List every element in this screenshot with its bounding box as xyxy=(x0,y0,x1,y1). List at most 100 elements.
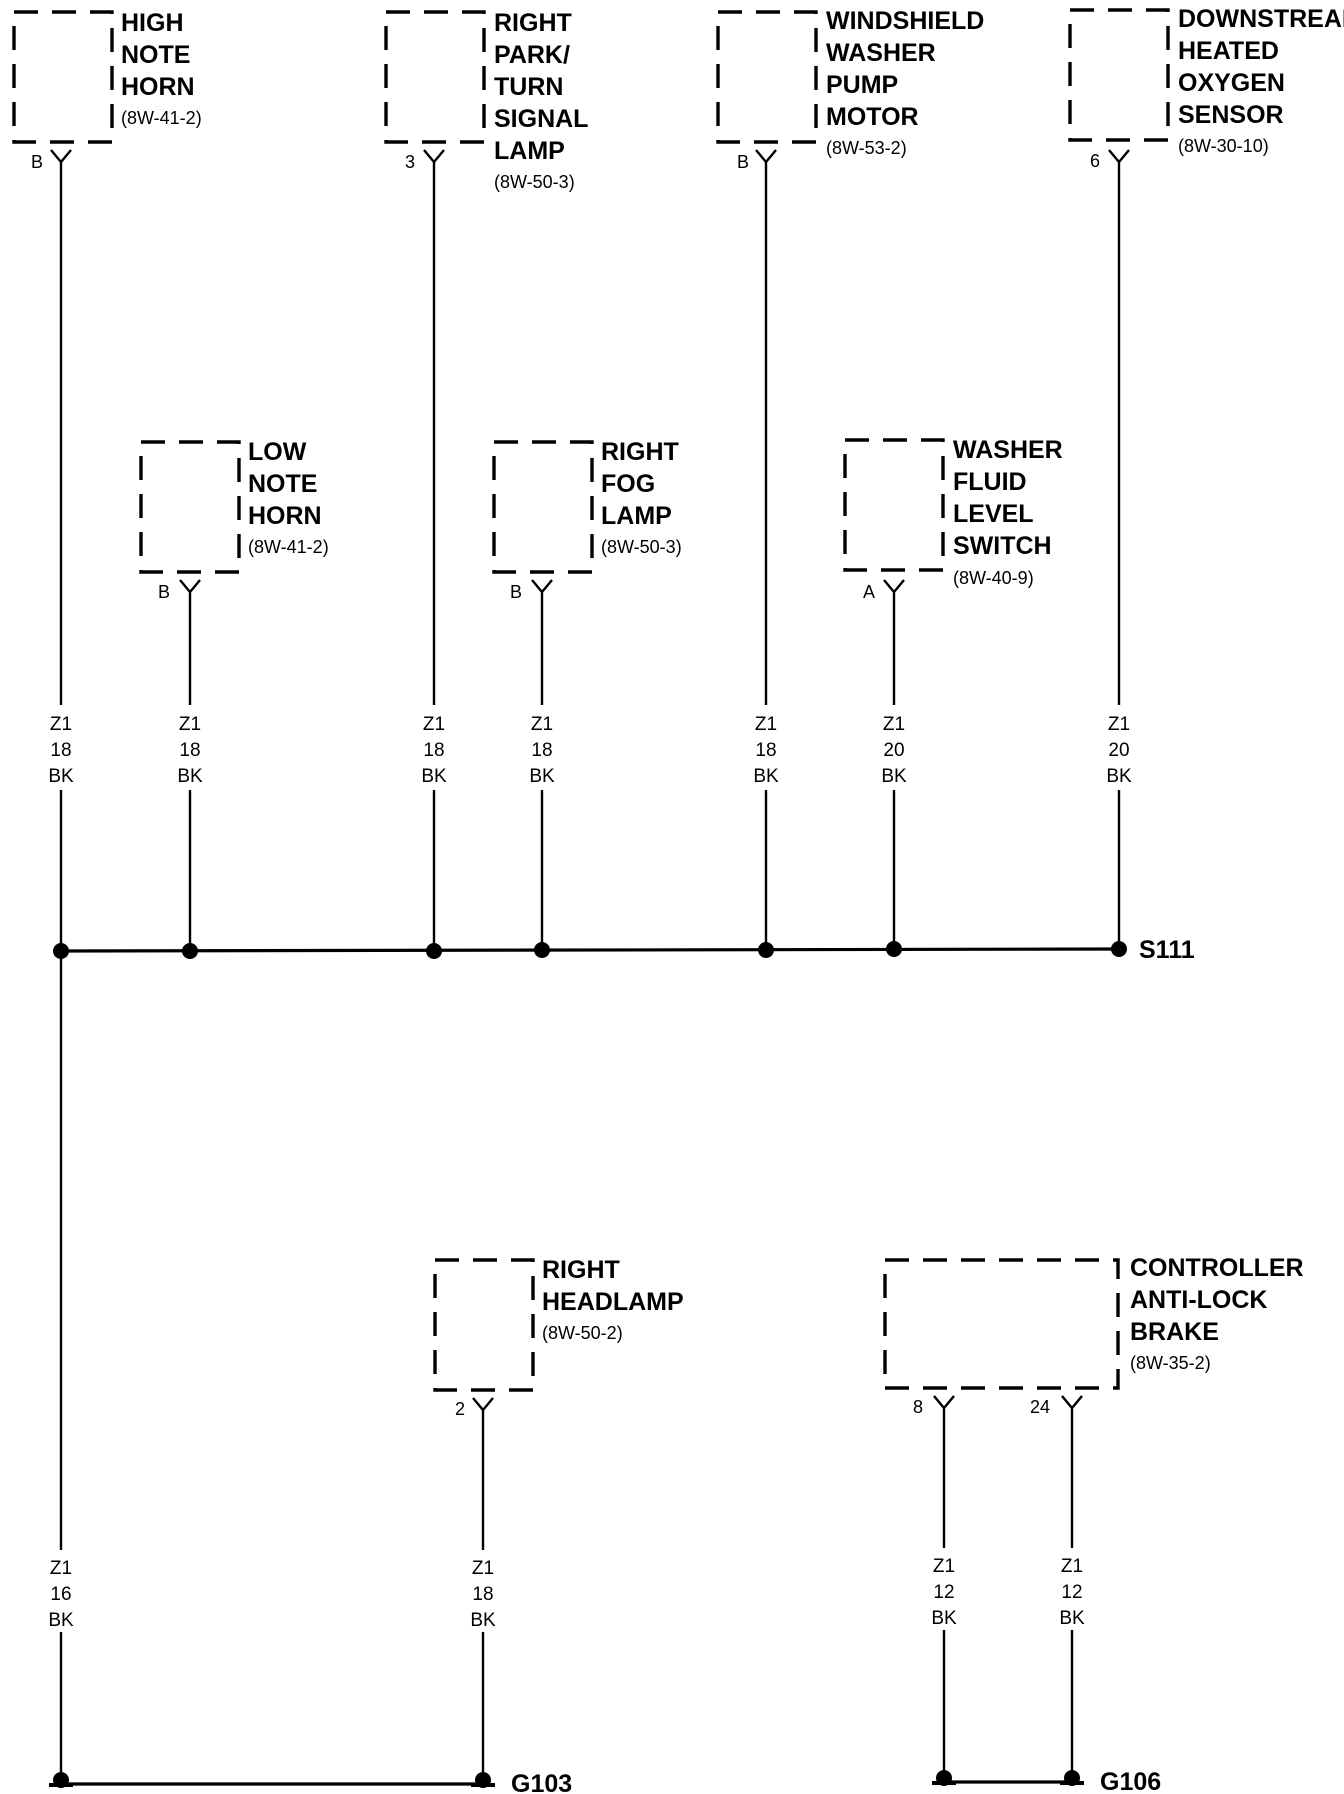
washer-pump-label-3: PUMP xyxy=(826,71,898,99)
wire-splice-to-ground-circuit: Z1 xyxy=(50,1558,72,1579)
component-windshield-washer-pump-motor: WINDSHIELD WASHER PUMP MOTOR (8W-53-2) B xyxy=(716,7,984,172)
right-park-turn-label-3: TURN xyxy=(494,73,563,101)
washer-level-switch-label-1: WASHER xyxy=(953,436,1063,464)
washer-level-switch-pin: A xyxy=(863,582,875,602)
oxygen-sensor-box xyxy=(1068,8,1170,142)
high-note-horn-connector xyxy=(50,149,72,168)
splice-dot-5 xyxy=(758,942,774,958)
splice-dot-7 xyxy=(1111,941,1127,957)
wire-oxygen-sensor-color: BK xyxy=(1106,766,1132,787)
abs-pin-8-connector xyxy=(933,1395,955,1414)
wire-right-headlamp: Z1 18 BK xyxy=(470,1416,496,1776)
washer-level-switch-box xyxy=(843,438,945,572)
ground-symbol-left-g103 xyxy=(49,1772,73,1788)
wire-low-note-horn-circuit: Z1 xyxy=(179,714,201,735)
right-park-turn-label-2: PARK/ xyxy=(494,41,570,69)
wire-right-fog-lamp: Z1 18 BK xyxy=(529,598,555,950)
ground-g103: G103 xyxy=(49,1770,572,1794)
low-note-horn-connector xyxy=(179,579,201,598)
splice-bus-line xyxy=(60,947,1120,953)
washer-level-switch-label-3: LEVEL xyxy=(953,500,1034,528)
wire-low-note-horn-gauge: 18 xyxy=(179,740,200,761)
right-fog-lamp-label-2: FOG xyxy=(601,470,655,498)
wire-washer-level-switch-circuit: Z1 xyxy=(883,714,905,735)
ground-g103-label: G103 xyxy=(511,1770,572,1794)
high-note-horn-label-2: NOTE xyxy=(121,41,190,69)
washer-pump-label-4: MOTOR xyxy=(826,103,919,131)
wire-right-park-turn-color: BK xyxy=(421,766,447,787)
wire-washer-pump-gauge: 18 xyxy=(755,740,776,761)
low-note-horn-ref: (8W-41-2) xyxy=(248,537,329,557)
high-note-horn-pin: B xyxy=(31,152,43,172)
high-note-horn-label-1: HIGH xyxy=(121,9,184,37)
right-headlamp-label-1: RIGHT xyxy=(542,1256,620,1284)
right-headlamp-ref: (8W-50-2) xyxy=(542,1323,623,1343)
oxygen-sensor-connector xyxy=(1108,149,1130,168)
washer-level-switch-ref: (8W-40-9) xyxy=(953,568,1034,588)
right-park-turn-box xyxy=(384,10,486,144)
splice-dot-2 xyxy=(182,943,198,959)
wire-splice-to-ground-gauge: 16 xyxy=(50,1584,71,1605)
wire-oxygen-sensor-circuit: Z1 xyxy=(1108,714,1130,735)
washer-pump-ref: (8W-53-2) xyxy=(826,138,907,158)
right-fog-lamp-label-1: RIGHT xyxy=(601,438,679,466)
wire-splice-to-ground: Z1 16 BK xyxy=(48,951,74,1776)
abs-pin-8-label: 8 xyxy=(913,1397,923,1417)
wire-abs-pin-24-circuit: Z1 xyxy=(1061,1556,1083,1577)
wire-abs-pin-24-gauge: 12 xyxy=(1061,1582,1082,1603)
right-headlamp-label-2: HEADLAMP xyxy=(542,1288,684,1316)
wire-splice-to-ground-color: BK xyxy=(48,1610,74,1631)
ground-symbol-right-g103 xyxy=(471,1772,495,1788)
washer-level-switch-label-4: SWITCH xyxy=(953,532,1052,560)
wire-washer-pump-color: BK xyxy=(753,766,779,787)
ground-symbol-left-g106 xyxy=(932,1770,956,1786)
wire-abs-pin-8-gauge: 12 xyxy=(933,1582,954,1603)
wire-right-fog-lamp-color: BK xyxy=(529,766,555,787)
ground-g106: G106 xyxy=(932,1768,1161,1794)
right-fog-lamp-connector xyxy=(531,579,553,598)
washer-pump-label-2: WASHER xyxy=(826,39,936,67)
wire-washer-level-switch-color: BK xyxy=(881,766,907,787)
wire-right-fog-lamp-gauge: 18 xyxy=(531,740,552,761)
wire-washer-level-switch-gauge: 20 xyxy=(883,740,904,761)
component-washer-fluid-level-switch: WASHER FLUID LEVEL SWITCH (8W-40-9) A xyxy=(843,436,1063,602)
oxygen-sensor-label-1: DOWNSTREAM xyxy=(1178,5,1344,33)
washer-level-switch-connector xyxy=(883,579,905,598)
wire-right-park-turn-gauge: 18 xyxy=(423,740,444,761)
right-fog-lamp-label-3: LAMP xyxy=(601,502,672,530)
washer-pump-connector xyxy=(755,149,777,168)
component-low-note-horn: LOW NOTE HORN (8W-41-2) B xyxy=(139,438,329,602)
component-downstream-heated-oxygen-sensor: DOWNSTREAM HEATED OXYGEN SENSOR (8W-30-1… xyxy=(1068,5,1344,171)
wire-washer-level-switch: Z1 20 BK xyxy=(881,598,907,950)
wire-oxygen-sensor-gauge: 20 xyxy=(1108,740,1129,761)
high-note-horn-ref: (8W-41-2) xyxy=(121,108,202,128)
wire-right-park-turn-circuit: Z1 xyxy=(423,714,445,735)
wire-right-park-turn: Z1 18 BK xyxy=(421,168,447,950)
right-park-turn-label-4: SIGNAL xyxy=(494,105,588,133)
wire-abs-pin-8-circuit: Z1 xyxy=(933,1556,955,1577)
washer-pump-box xyxy=(716,10,818,144)
component-high-note-horn: HIGH NOTE HORN (8W-41-2) B xyxy=(12,9,202,172)
abs-controller-box xyxy=(883,1258,1120,1390)
right-park-turn-connector xyxy=(423,149,445,168)
washer-level-switch-label-2: FLUID xyxy=(953,468,1027,496)
wire-oxygen-sensor: Z1 20 BK xyxy=(1106,168,1132,950)
splice-dot-3 xyxy=(426,943,442,959)
wire-right-fog-lamp-circuit: Z1 xyxy=(531,714,553,735)
right-fog-lamp-box xyxy=(492,440,594,574)
wire-right-headlamp-circuit: Z1 xyxy=(472,1558,494,1579)
ground-symbol-right-g106 xyxy=(1060,1770,1084,1786)
wire-low-note-horn-color: BK xyxy=(177,766,203,787)
oxygen-sensor-ref: (8W-30-10) xyxy=(1178,136,1269,156)
splice-dot-4 xyxy=(534,942,550,958)
right-headlamp-box xyxy=(433,1258,535,1392)
wire-washer-pump: Z1 18 BK xyxy=(753,168,779,950)
abs-pin-24-label: 24 xyxy=(1030,1397,1050,1417)
right-park-turn-label-1: RIGHT xyxy=(494,9,572,37)
abs-controller-label-1: CONTROLLER xyxy=(1130,1254,1304,1282)
right-fog-lamp-ref: (8W-50-3) xyxy=(601,537,682,557)
wire-right-headlamp-gauge: 18 xyxy=(472,1584,493,1605)
washer-pump-label-1: WINDSHIELD xyxy=(826,7,984,35)
component-controller-anti-lock-brake: CONTROLLER ANTI-LOCK BRAKE (8W-35-2) 8 2… xyxy=(883,1254,1304,1417)
